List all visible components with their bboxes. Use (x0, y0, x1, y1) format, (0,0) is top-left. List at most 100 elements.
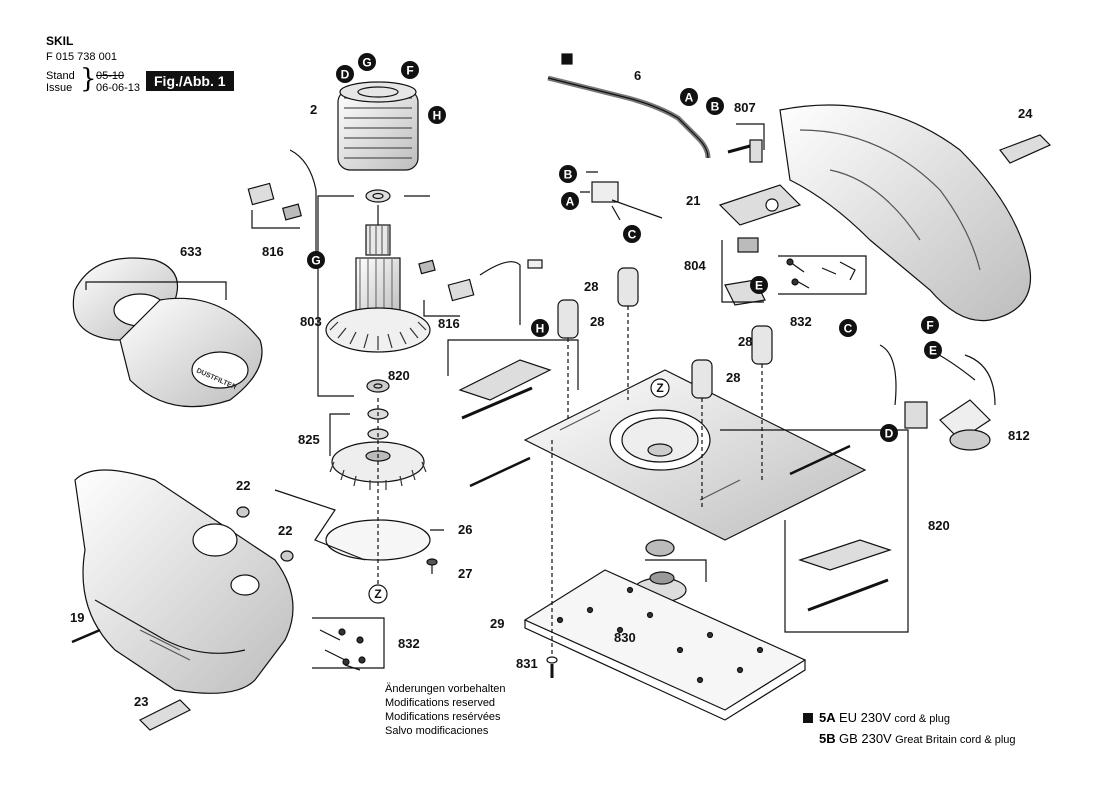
cord-legend: 5A EU 230V cord & plug 5B GB 230V Great … (803, 708, 1016, 750)
connector-letter-circle (561, 192, 579, 210)
top-housing-part (779, 104, 1052, 322)
connector-letter: D (341, 68, 350, 82)
screw-19 (71, 628, 101, 644)
brush-set-right (418, 259, 543, 325)
bracket-807 (736, 123, 765, 150)
connector-letter: E (755, 279, 763, 293)
legend-variant: EU 230V (838, 710, 892, 725)
bracket-830-top (645, 559, 707, 582)
note-fr: Modifications resérvées (385, 711, 501, 723)
screw-831 (546, 656, 558, 678)
connector-letter: D (885, 427, 894, 441)
suppressor-812 (879, 344, 996, 451)
part-number-label: 21 (686, 193, 700, 208)
detail-z-markers: ZZ (374, 381, 663, 601)
base-plate-part (523, 369, 867, 541)
connector-letter-circle (680, 88, 698, 106)
connector-letter-circle (531, 319, 549, 337)
connector-letter: C (628, 228, 637, 242)
armature-part (325, 189, 431, 393)
note-de: Änderungen vorbehalten (385, 683, 506, 695)
bracket-832-right (778, 255, 867, 295)
connector-letter: B (711, 100, 720, 114)
part-labels: 2619212222232426272828282829633803804807… (70, 68, 1033, 709)
part-number-label: 803 (300, 314, 322, 329)
stand-label: Stand (46, 70, 75, 82)
note-en: Modifications reserved (385, 697, 496, 709)
legend-row-5a: 5A EU 230V cord & plug (803, 708, 1016, 729)
bearing-28a (617, 267, 639, 307)
connector-letter-circle (921, 316, 939, 334)
part-number-label: 27 (458, 566, 472, 581)
part-number-label: 831 (516, 656, 538, 671)
part-number-label: 2 (310, 102, 317, 117)
part-number-label: 28 (590, 314, 604, 329)
part-number-label: 28 (738, 334, 752, 349)
capacitor-left-ab (591, 181, 663, 219)
part-number-label: 22 (278, 523, 292, 538)
screws-807 (727, 139, 763, 163)
switch-block-804 (724, 237, 766, 306)
connector-letter: E (929, 344, 937, 358)
bracket-816-right (423, 300, 460, 317)
connector-wires (580, 171, 621, 221)
holder-820-left (458, 359, 552, 420)
part-number-label: 6 (634, 68, 641, 83)
legend-square-marker (803, 713, 813, 723)
dust-filter-part (72, 257, 263, 408)
connector-letter-circle (839, 319, 857, 337)
part-number-label: 26 (458, 522, 472, 537)
holder-820-right (798, 539, 892, 612)
bracket-832-left (312, 617, 385, 669)
screw-27 (426, 529, 444, 574)
bracket-633 (85, 281, 227, 300)
part-number-label: 804 (684, 258, 706, 273)
part-number-label: 24 (1018, 106, 1033, 121)
bracket-816-left (251, 210, 300, 229)
part-number-label: 28 (726, 370, 740, 385)
connector-letter-circle (706, 97, 724, 115)
brace-symbol: } (80, 64, 97, 94)
detail-mark-z-left (368, 584, 388, 604)
legend-variant: GB 230V (838, 731, 892, 746)
connector-letter-circle (336, 65, 354, 83)
seal-plate-part (274, 489, 431, 561)
part-number-label: 23 (134, 694, 148, 709)
figure-label: Fig./Abb. 1 (146, 71, 234, 91)
connector-letter: F (926, 319, 933, 333)
part-number-label: 832 (398, 636, 420, 651)
bumper-22b (280, 550, 294, 562)
bracket-803 (317, 195, 354, 397)
clip-23 (138, 699, 192, 731)
bearing-28b (557, 299, 579, 339)
part-number-label: 19 (70, 610, 84, 625)
field-coil-part (337, 81, 419, 171)
connector-letter: G (311, 254, 320, 268)
detail-mark-z-right (650, 378, 670, 398)
part-number-label: 820 (388, 368, 410, 383)
connector-letter-circle (307, 251, 325, 269)
connector-letter: A (566, 195, 575, 209)
detail-mark-letter: Z (374, 587, 381, 601)
issue-value: 06-06-13 (96, 82, 141, 94)
part-number-label: 28 (584, 279, 598, 294)
connector-letter-circle (358, 53, 376, 71)
rod-right (789, 444, 851, 476)
note-es: Salvo modificaciones (385, 725, 489, 737)
connector-letter: C (844, 322, 853, 336)
terminal-21 (718, 184, 802, 226)
part-number-label: 812 (1008, 428, 1030, 443)
detail-mark-letter: Z (656, 381, 663, 395)
part-number-label: 820 (928, 518, 950, 533)
bracket-820-right (720, 429, 909, 633)
sanding-pad-part (523, 569, 807, 721)
part-number-label: 633 (180, 244, 202, 259)
part-number-label: 832 (790, 314, 812, 329)
part-number-label: 29 (490, 616, 504, 631)
bumper-22a (236, 506, 250, 518)
connector-letter: G (362, 56, 371, 70)
part-number-label: 830 (614, 630, 636, 645)
brand-name: SKIL (46, 34, 74, 48)
